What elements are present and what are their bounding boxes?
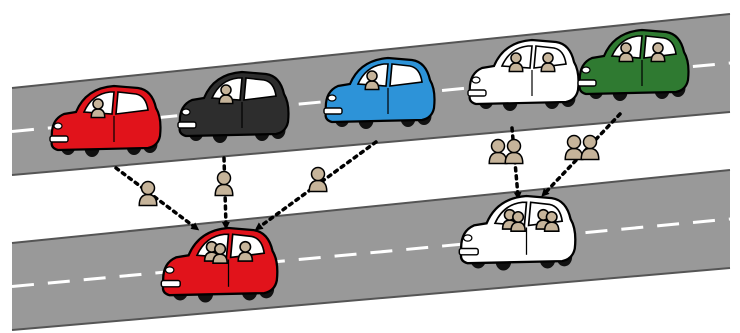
car-bumper [177,121,197,129]
car-window-rear [243,77,277,101]
headlight-icon [581,66,591,74]
car-bumper [323,107,343,115]
headlight-icon [462,234,473,242]
lower-road-lane-marking [11,217,731,288]
upper-road-edge-bottom [11,111,731,176]
headlight-icon [327,94,337,102]
lower-road-edge-top [11,169,731,244]
lower-road [11,169,731,331]
passenger-icon [488,138,508,165]
passenger-icon [564,134,584,161]
passenger-icon [138,180,158,207]
headlight-icon [53,122,63,130]
green-car-upper [577,28,690,101]
red-carpool-car-lower [160,226,279,303]
car-passenger-icon [543,210,560,232]
car-bumper [458,247,479,256]
passenger-icon [214,170,234,197]
passenger-icon [504,138,524,165]
car-passenger-icon [510,210,526,232]
headlight-icon [471,76,481,84]
passenger-icon [308,166,328,193]
transfer-passenger-groups [138,134,600,207]
passengers-from-white [488,138,524,165]
car-bumper [49,135,69,143]
car-passenger-icon [650,42,666,63]
car-passenger-icon [90,98,106,119]
headlight-icon [164,266,175,274]
car-passenger-icon [508,52,524,73]
passengers-from-green [564,134,600,161]
lower-road-edge-bottom [11,267,731,331]
car-bumper [160,279,181,288]
car-passenger-icon [535,208,552,230]
red-car-upper [49,84,162,157]
car-passenger-icon [364,70,380,91]
upper-road-edge-top [11,13,731,89]
blue-car-upper [323,56,436,129]
car-window-rear [389,63,423,87]
white-carpool-car-lower [458,194,577,271]
passenger-icon [580,134,600,161]
car-passenger-icon [618,42,634,63]
white-car-upper [467,38,580,111]
passenger-from-blue [308,166,328,193]
passenger-from-black [214,170,234,197]
car-passenger-icon [212,242,228,264]
car-passenger-icon [540,52,556,73]
car-passenger-icon [237,240,254,262]
headlight-icon [181,108,191,116]
car-passenger-icon [218,84,234,105]
cars [49,28,690,303]
car-bumper [577,79,597,87]
lower-road-surface [12,170,730,330]
car-bumper [467,89,487,97]
car-window-rear [115,91,149,115]
passenger-from-red [138,180,158,207]
black-car-upper [177,70,290,143]
